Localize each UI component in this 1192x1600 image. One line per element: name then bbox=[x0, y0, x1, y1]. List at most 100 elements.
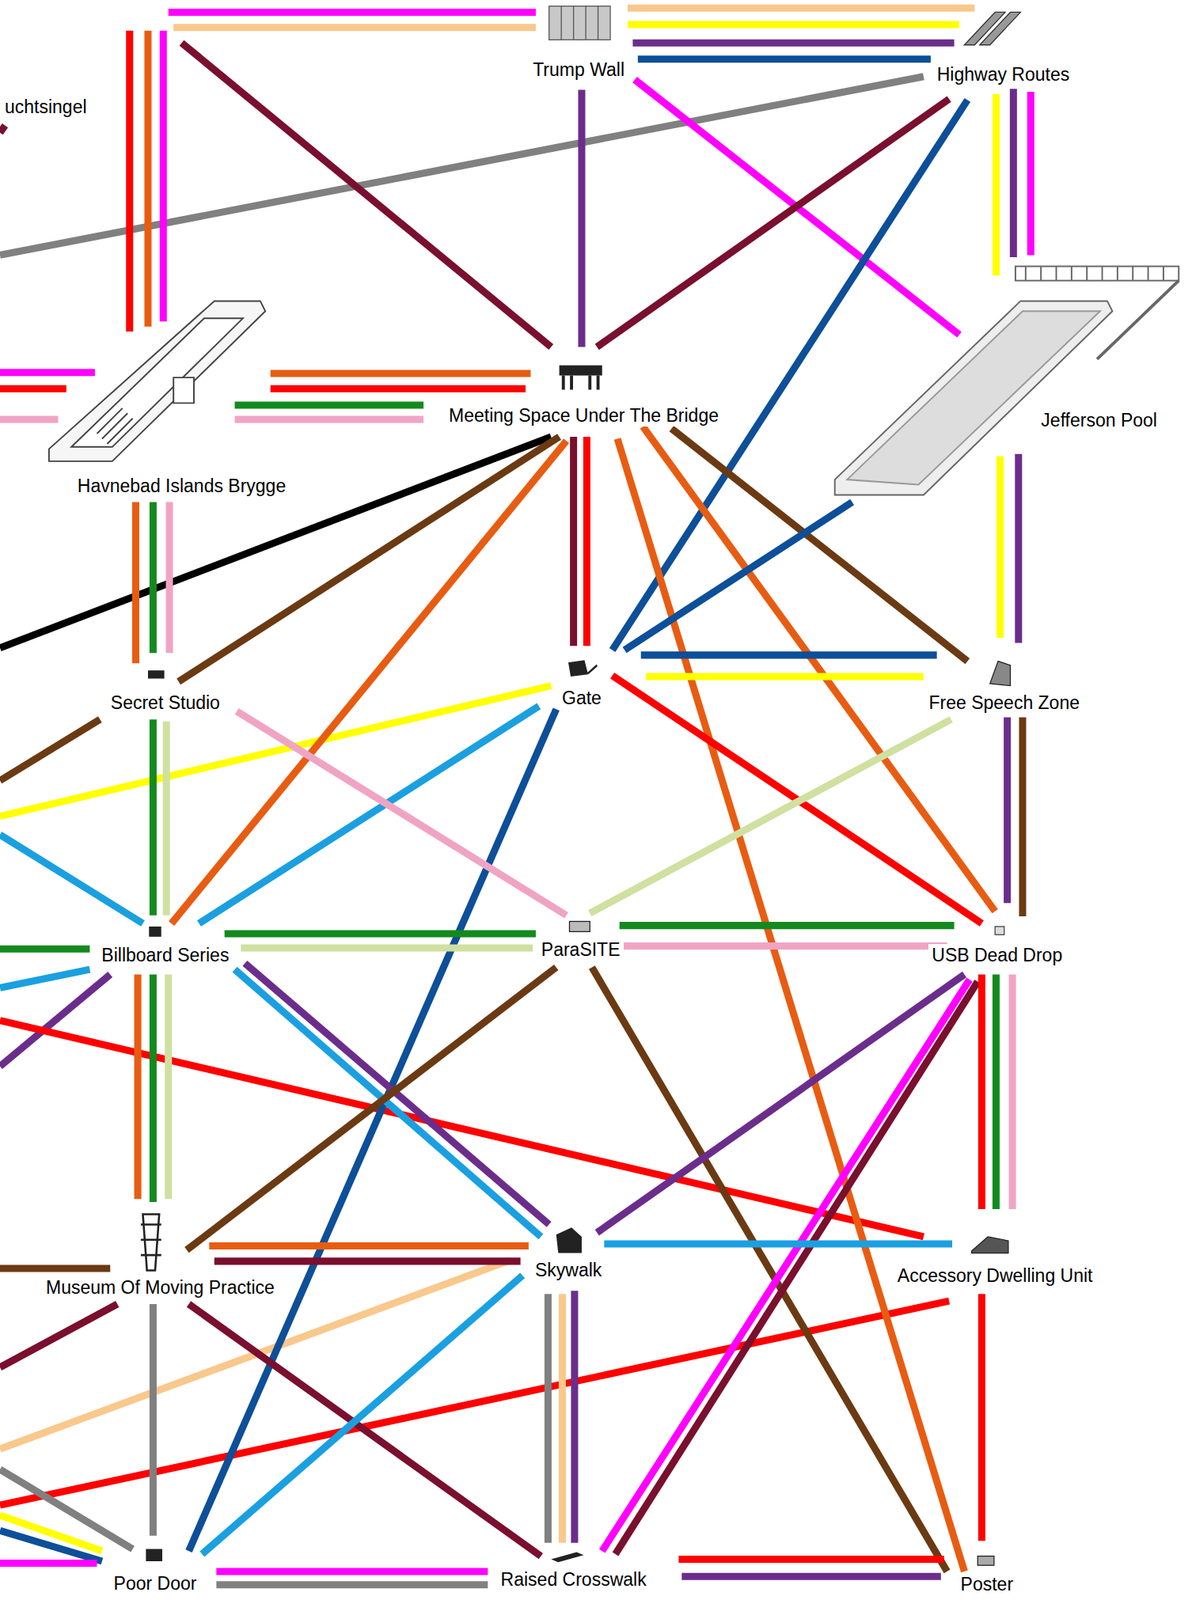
node-label: Jefferson Pool bbox=[1040, 409, 1158, 431]
site-node: uchtsingel bbox=[1, 95, 91, 118]
offpage-line bbox=[0, 1560, 97, 1568]
offpage-line bbox=[0, 835, 144, 924]
connector-line bbox=[1009, 88, 1018, 258]
offpage-line bbox=[159, 30, 168, 323]
offpage-line bbox=[0, 1530, 103, 1562]
dwelling-icon bbox=[971, 1237, 1008, 1254]
connector-line bbox=[1009, 975, 1017, 1211]
node-label: Free Speech Zone bbox=[928, 692, 1080, 714]
offpage-line bbox=[144, 30, 152, 327]
connector-line bbox=[134, 975, 142, 1200]
node-label: Poster bbox=[960, 1574, 1014, 1595]
connector-line bbox=[149, 975, 157, 1204]
connector-line bbox=[216, 1567, 488, 1576]
connector-line bbox=[186, 967, 557, 1250]
node-label: USB Dead Drop bbox=[931, 945, 1063, 966]
small-icons bbox=[140, 661, 1011, 1567]
harbour-bath-pool bbox=[71, 318, 243, 447]
connector-line bbox=[596, 98, 950, 347]
node-label: uchtsingel bbox=[4, 96, 88, 118]
offpage-line bbox=[0, 415, 58, 423]
skywalk-icon bbox=[556, 1227, 582, 1253]
connector-line bbox=[178, 436, 560, 682]
bridge-icon bbox=[559, 365, 603, 391]
poor-door-icon bbox=[145, 1549, 163, 1562]
connector-line bbox=[681, 1573, 942, 1581]
connector-line bbox=[637, 55, 931, 63]
offpage-line bbox=[125, 30, 133, 332]
connector-line bbox=[166, 501, 174, 653]
wall-icon-joints bbox=[561, 6, 598, 41]
site-node: Gate bbox=[558, 687, 605, 710]
node-label: Accessory Dwelling Unit bbox=[897, 1265, 1094, 1287]
connector-line bbox=[1018, 717, 1026, 917]
site-node: Skywalk bbox=[531, 1259, 605, 1282]
harbour-bath-illustration bbox=[49, 300, 266, 461]
node-label: Trump Wall bbox=[532, 59, 625, 80]
offpage-line bbox=[0, 368, 95, 376]
pool-building bbox=[1015, 266, 1179, 281]
connector-line bbox=[632, 39, 954, 47]
harbour-bath-stairs bbox=[96, 377, 194, 445]
node-label: Skywalk bbox=[535, 1260, 602, 1281]
node-label: Havnebad Islands Brygge bbox=[77, 475, 286, 497]
offpage-line bbox=[0, 76, 924, 256]
connector-line bbox=[171, 440, 567, 924]
connector-line bbox=[236, 711, 566, 916]
billboard-icon bbox=[148, 926, 161, 938]
node-label: Raised Crosswalk bbox=[501, 1569, 647, 1591]
offpage-line bbox=[0, 945, 90, 953]
connector-line bbox=[235, 969, 542, 1238]
site-node: Secret Studio bbox=[107, 691, 224, 714]
connector-line bbox=[589, 719, 951, 914]
connector-line bbox=[214, 1257, 521, 1265]
connector-line bbox=[603, 1240, 953, 1248]
node-label: Museum Of Moving Practice bbox=[45, 1277, 275, 1299]
node-label: Highway Routes bbox=[937, 64, 1070, 85]
site-node: Poster bbox=[957, 1573, 1017, 1596]
connector-line bbox=[577, 89, 585, 347]
connector-line bbox=[1027, 91, 1035, 255]
connector-line bbox=[216, 1581, 488, 1589]
site-node: Accessory Dwelling Unit bbox=[894, 1264, 1097, 1287]
connector-line bbox=[132, 501, 140, 664]
connector-line bbox=[544, 1294, 552, 1544]
harbour-bath-deck bbox=[49, 300, 266, 461]
pool-illustration bbox=[835, 266, 1180, 496]
site-node: Trump Wall bbox=[529, 58, 628, 81]
connector-line bbox=[612, 99, 969, 650]
museum-tower-icon bbox=[140, 1214, 162, 1272]
connector-line bbox=[570, 1290, 578, 1544]
pool-water bbox=[846, 311, 1101, 485]
connector-line bbox=[208, 1242, 529, 1250]
connector-line bbox=[149, 1304, 157, 1537]
pool-fence bbox=[1097, 280, 1179, 360]
connector-line bbox=[596, 975, 965, 1234]
connector-line bbox=[627, 4, 975, 12]
connector-line bbox=[224, 930, 536, 938]
connector-line bbox=[240, 944, 533, 952]
connector-line bbox=[642, 426, 995, 912]
node-label: Meeting Space Under The Bridge bbox=[448, 405, 719, 426]
site-node: Museum Of Moving Practice bbox=[42, 1276, 278, 1299]
node-label: Poor Door bbox=[113, 1573, 198, 1595]
usb-icon bbox=[994, 926, 1005, 935]
connector-line bbox=[149, 501, 157, 653]
connector-line bbox=[1014, 454, 1022, 644]
pool-basin bbox=[835, 300, 1113, 495]
node-label: Gate bbox=[561, 687, 602, 709]
offpage-line bbox=[0, 719, 100, 781]
connector-line bbox=[198, 706, 539, 924]
connector-line bbox=[149, 719, 157, 916]
site-node: Poor Door bbox=[110, 1572, 201, 1595]
node-label: Secret Studio bbox=[110, 692, 221, 714]
pool-building-bays bbox=[1025, 266, 1164, 281]
bridge-icon-piers bbox=[563, 375, 599, 391]
connector-line bbox=[992, 975, 1000, 1211]
connector-line bbox=[645, 672, 924, 680]
connector-line bbox=[270, 369, 532, 377]
node-label: Billboard Series bbox=[101, 945, 229, 966]
